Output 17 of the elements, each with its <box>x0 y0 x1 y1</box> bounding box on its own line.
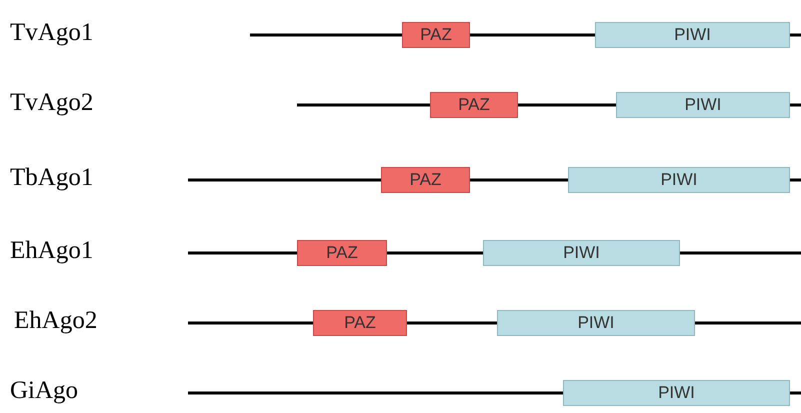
domain-box: PAZ <box>381 167 470 193</box>
domain-box: PIWI <box>497 310 695 336</box>
domain-box: PAZ <box>313 310 407 336</box>
protein-name: TvAgo1 <box>10 18 94 48</box>
domain-box: PAZ <box>297 240 387 266</box>
domain-box: PIWI <box>483 240 680 266</box>
domain-box: PIWI <box>616 92 790 118</box>
domain-box: PAZ <box>430 92 518 118</box>
protein-name: TbAgo1 <box>10 163 94 193</box>
domain-box: PIWI <box>595 22 790 48</box>
protein-name: GiAgo <box>10 376 78 406</box>
protein-name: EhAgo1 <box>10 236 94 266</box>
domain-box: PIWI <box>568 167 790 193</box>
domain-box: PAZ <box>402 22 470 48</box>
domain-box: PIWI <box>563 380 790 406</box>
protein-name: EhAgo2 <box>14 306 98 336</box>
protein-name: TvAgo2 <box>10 88 94 118</box>
